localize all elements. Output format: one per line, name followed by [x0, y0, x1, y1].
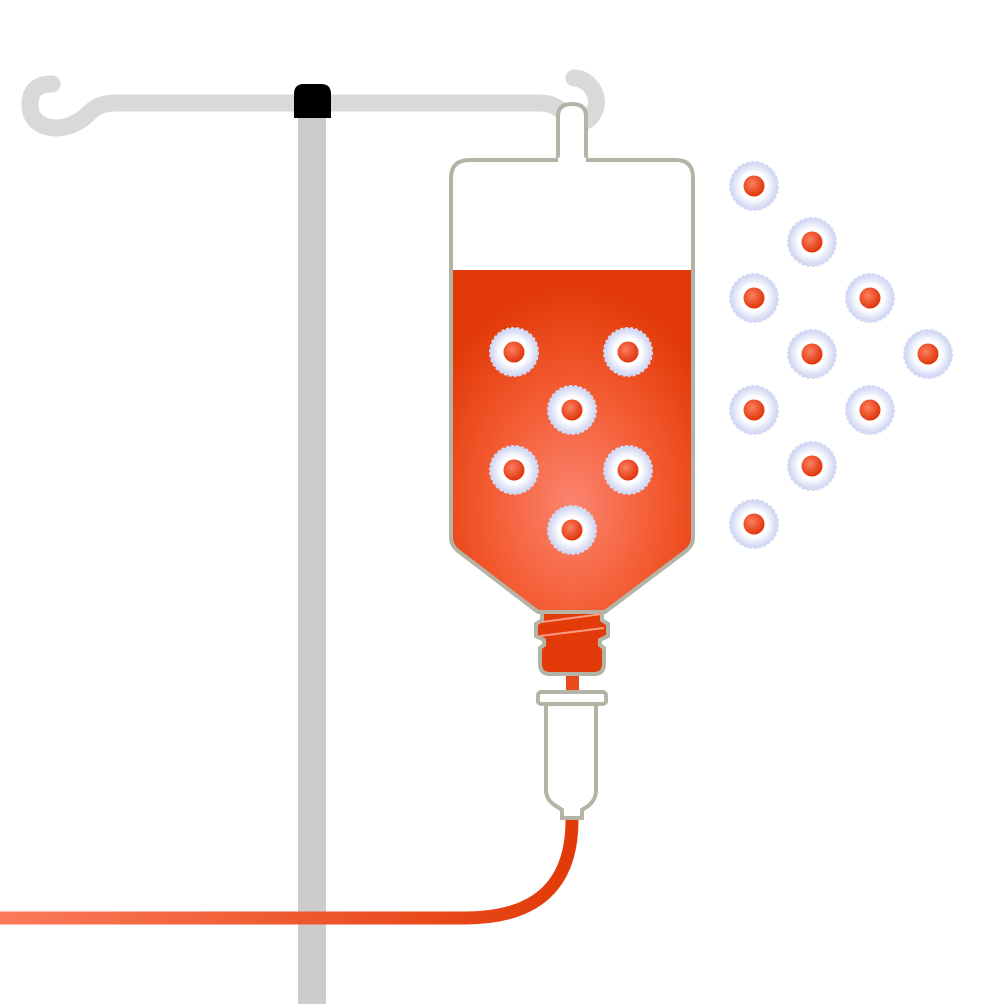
bag-hanger-tab — [556, 101, 588, 158]
iv-tube — [0, 819, 579, 925]
blood-cell — [729, 499, 779, 549]
blood-cell — [489, 445, 539, 495]
blood-cell — [603, 445, 653, 495]
blood-cell — [787, 441, 837, 491]
bag-connector — [534, 610, 610, 676]
blood-cell — [903, 329, 953, 379]
cells-in-bag — [489, 327, 653, 555]
blood-cell — [489, 327, 539, 377]
blood-cell — [729, 273, 779, 323]
blood-cell — [547, 505, 597, 555]
blood-cell — [729, 161, 779, 211]
blood-cell — [547, 385, 597, 435]
blood-cell — [729, 385, 779, 435]
iv-pole — [298, 112, 326, 1004]
pole-cap — [294, 84, 331, 118]
blood-cell — [787, 329, 837, 379]
blood-cell — [845, 385, 895, 435]
drip-chamber — [536, 670, 608, 820]
blood-cell — [845, 273, 895, 323]
blood-cell — [787, 217, 837, 267]
blood-cell — [603, 327, 653, 377]
cells-floating — [729, 161, 953, 549]
